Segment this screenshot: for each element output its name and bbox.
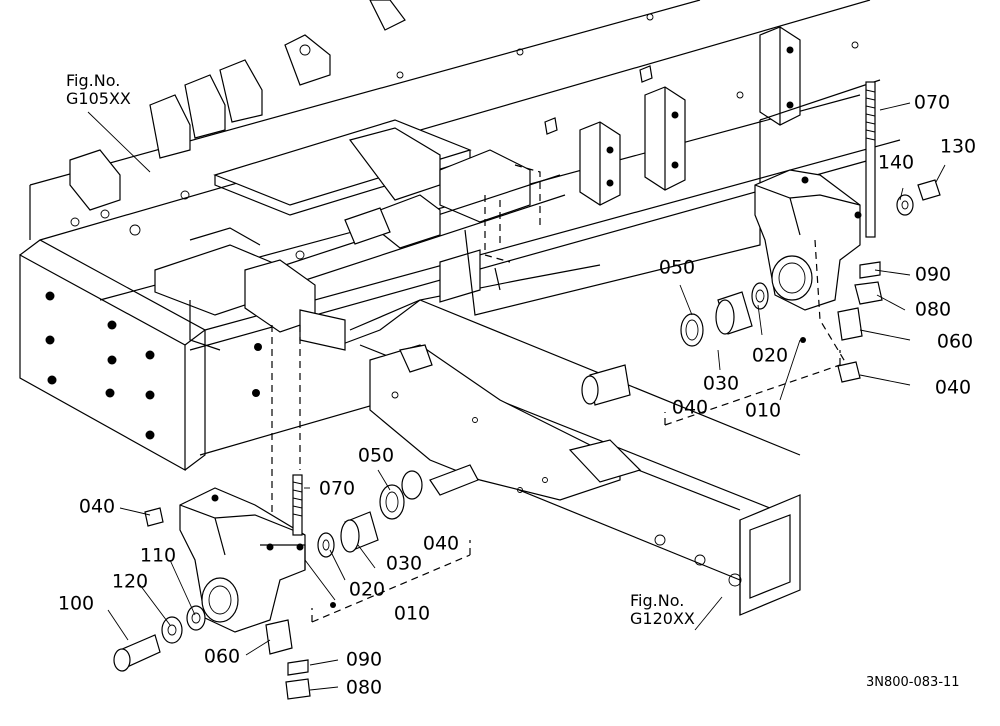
callout-070-left: 070 [318,477,356,500]
callout-100: 100 [57,592,95,615]
leaders-left [107,469,391,691]
fig-ref-g120-line1: Fig.No. [630,591,685,610]
callout-120: 120 [111,570,149,593]
callout-020-left: 020 [348,578,386,601]
callout-060-left: 060 [203,645,241,668]
callout-010-right: 010 [744,399,782,422]
frame-bracket-left [154,227,346,351]
callout-090-right: 090 [914,263,952,286]
fig-ref-g105-line2: G105XX [66,89,131,109]
fig-ref-g105: Fig.No. G105XX [66,71,131,109]
drawing-code: 3N800-083-11 [866,675,960,690]
callout-050-right: 050 [658,256,696,279]
cross-member [349,299,801,616]
fig-ref-g120-line2: G120XX [630,609,695,629]
callout-080-left: 080 [345,676,383,699]
callout-010-left: 010 [393,602,431,625]
frame-blocks [439,26,801,303]
fig-ref-g120: Fig.No. G120XX [630,591,695,629]
plate-bolts [45,291,262,440]
top-lugs [69,0,406,211]
leaders-right [679,102,946,401]
callout-030-right: 030 [702,372,740,395]
stud-070-left [292,474,303,536]
callout-110: 110 [139,544,177,567]
callout-090-left: 090 [345,648,383,671]
centre-plate [213,119,566,291]
callout-050-left: 050 [357,444,395,467]
dash-box-right [664,350,841,426]
bushing-right [680,282,769,347]
fig-ref-g105-line1: Fig.No. [66,71,121,90]
callout-040-left-b: 040 [422,532,460,555]
callout-030-left: 030 [385,552,423,575]
callout-080-right: 080 [914,298,952,321]
callout-040-right-b: 040 [671,396,709,419]
fig-ref-leaders [87,111,723,631]
callout-040-left-a: 040 [78,495,116,518]
bushing-left [317,484,405,558]
callout-130: 130 [939,135,977,158]
callout-060-right: 060 [936,330,974,353]
dash-box-left [311,540,471,623]
small-parts-right [837,179,941,383]
bracket-left [179,487,336,633]
callout-040-right-a: 040 [934,376,972,399]
small-parts-left [113,507,311,700]
callout-070-right: 070 [913,91,951,114]
callout-140: 140 [877,151,915,174]
bracket-right [754,169,862,371]
stud-070-right [865,81,876,238]
callout-020-right: 020 [751,344,789,367]
